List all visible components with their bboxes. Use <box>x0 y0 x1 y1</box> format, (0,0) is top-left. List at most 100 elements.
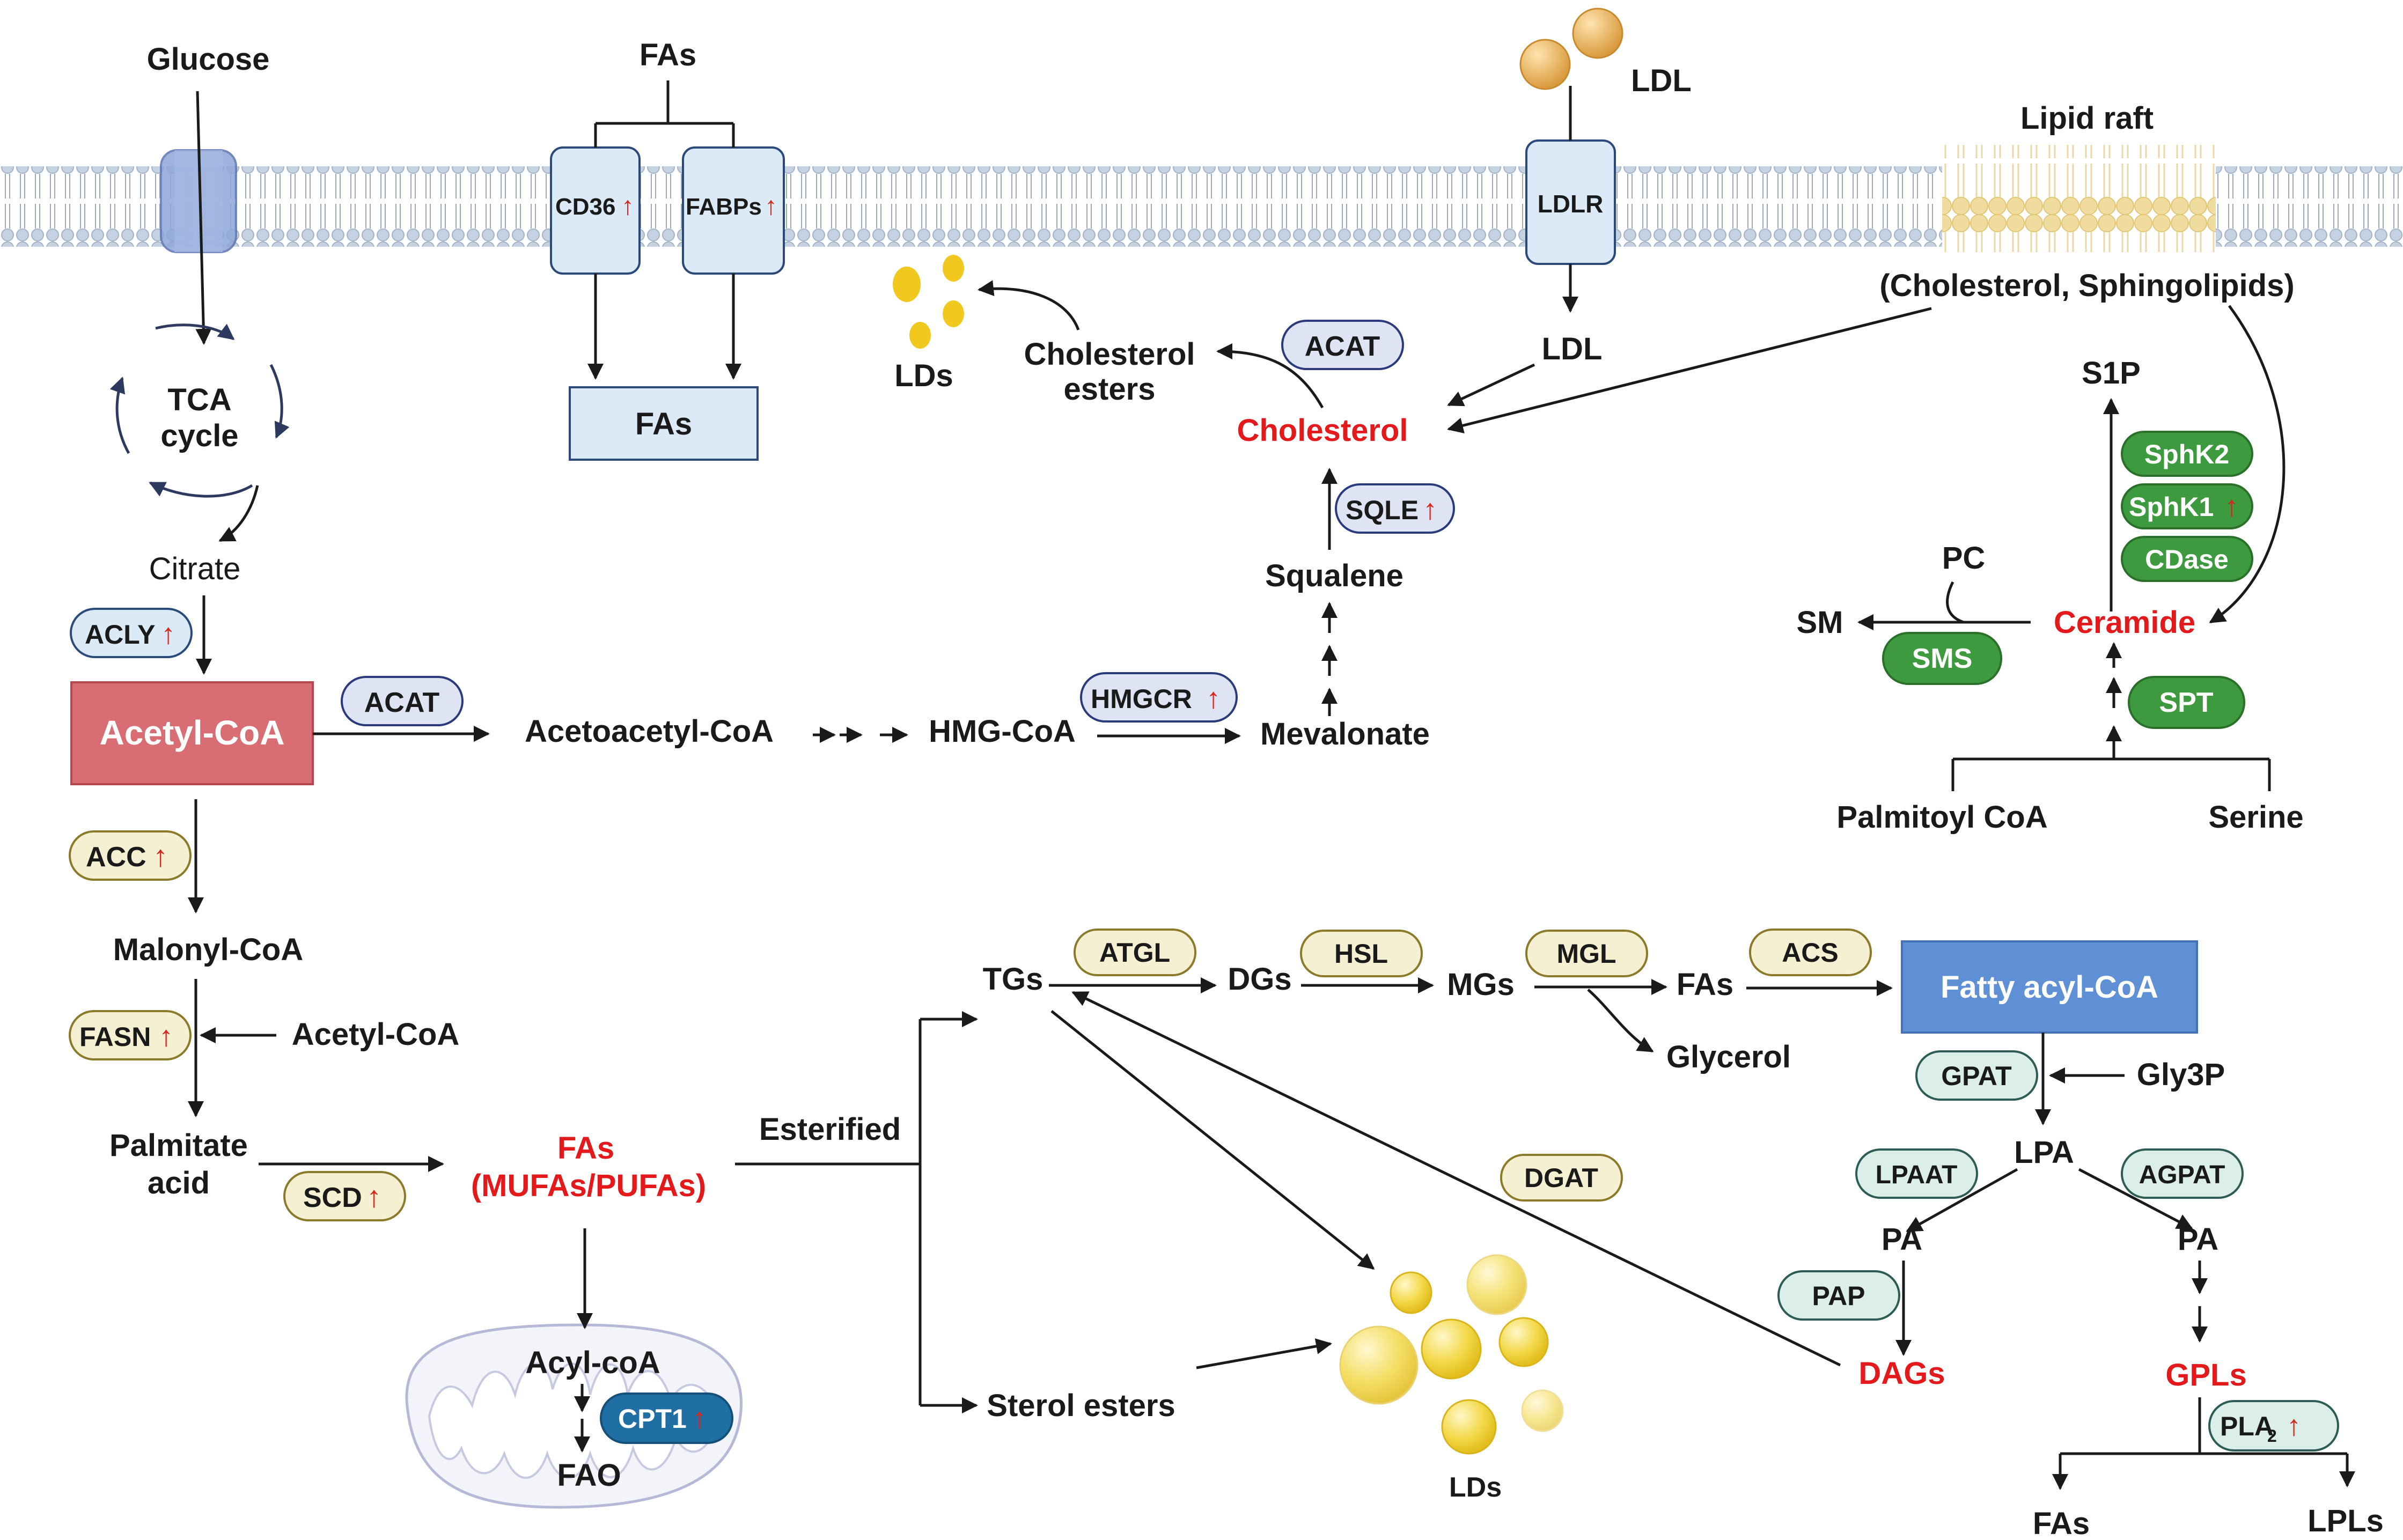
fatty-acyl-coa-box <box>1901 940 2198 1034</box>
gly3p-label: Gly3P <box>2137 1057 2225 1092</box>
fasn-up-icon: ↑ <box>159 1020 173 1052</box>
tgs-label: TGs <box>983 962 1043 997</box>
acetyl-coa-2-label: Acetyl-CoA <box>292 1017 460 1052</box>
raft-components-label: (Cholesterol, Sphingolipids) <box>1879 268 2294 303</box>
hsl-label: HSL <box>1334 939 1388 969</box>
mitochondrion-icon <box>405 1323 743 1509</box>
acc-label: ACC <box>86 842 146 873</box>
lds-bottom-label: LDs <box>1449 1472 1502 1503</box>
glucose-label: Glucose <box>147 42 270 77</box>
esterified-label: Esterified <box>759 1112 901 1147</box>
pla2-enzyme <box>2208 1400 2339 1451</box>
lipid-droplet-icon <box>943 300 964 327</box>
sphk2-label: SphK2 <box>2144 439 2229 469</box>
palmitoyl-coa-label: Palmitoyl CoA <box>1836 800 2047 835</box>
ldlr-label: LDLR <box>1538 190 1604 218</box>
pla2-label: PLA <box>2220 1411 2274 1441</box>
spt-enzyme <box>2128 676 2245 729</box>
ldl-particle-icon <box>1519 39 1571 90</box>
sphk1-label: SphK1 <box>2129 492 2214 522</box>
acs-label: ACS <box>1782 938 1839 968</box>
lpls-label: LPLs <box>2308 1504 2384 1538</box>
palmitate-label-line1: Palmitate <box>109 1128 248 1163</box>
pla2-subscript: 2 <box>2267 1426 2277 1446</box>
scd-enzyme <box>283 1171 406 1221</box>
acc-enzyme <box>69 830 192 881</box>
acetyl-coa-box <box>70 681 314 785</box>
acetyl-coa-box-label: Acetyl-CoA <box>100 713 285 752</box>
acly-enzyme <box>70 608 193 658</box>
gpls-label: GPLs <box>2165 1358 2247 1392</box>
lipid-droplet-icon <box>1498 1317 1549 1367</box>
cd36-label: CD36 <box>555 194 616 220</box>
sphk1-up-icon: ↑ <box>2224 490 2239 522</box>
ceramide-label: Ceramide <box>2054 605 2195 640</box>
serine-label: Serine <box>2208 800 2303 835</box>
fas-box-label: FAs <box>635 407 692 441</box>
sqle-label: SQLE <box>1346 495 1419 525</box>
acyl-coa-label: Acyl-coA <box>525 1345 660 1380</box>
pa-left-label: PA <box>1882 1222 1922 1257</box>
cpt1-label: CPT1 <box>618 1404 687 1434</box>
cpt1-up-icon: ↑ <box>692 1402 707 1434</box>
palmitate-label-line2: acid <box>148 1166 210 1200</box>
scd-label: SCD <box>303 1182 362 1213</box>
lpa-label: LPA <box>2014 1135 2074 1170</box>
citrate-label: Citrate <box>149 551 241 586</box>
fas-lipolysis-label: FAs <box>1677 967 1733 1002</box>
cdase-enzyme <box>2121 536 2253 582</box>
lpaat-enzyme <box>1855 1148 1978 1199</box>
gpat-enzyme <box>1915 1050 2038 1101</box>
sphk1-enzyme <box>2121 483 2253 529</box>
fabps-up-icon: ↑ <box>765 192 777 220</box>
pa-right-label: PA <box>2178 1222 2218 1257</box>
sphk2-enzyme <box>2121 431 2253 477</box>
mgl-enzyme <box>1525 930 1648 977</box>
acc-up-icon: ↑ <box>153 839 168 873</box>
lipid-droplet-icon <box>909 322 931 349</box>
lipid-droplet-icon <box>1521 1389 1564 1432</box>
fas-top-label: FAs <box>640 38 696 72</box>
lipid-droplet-icon <box>1441 1399 1497 1455</box>
acetoacetyl-coa-label: Acetoacetyl-CoA <box>525 714 774 749</box>
hmgcr-label: HMGCR <box>1091 684 1192 714</box>
spt-label: SPT <box>2159 687 2213 718</box>
acly-up-icon: ↑ <box>161 618 175 650</box>
tca-label-line2: cycle <box>160 418 238 453</box>
scd-up-icon: ↑ <box>366 1180 381 1213</box>
mevalonate-label: Mevalonate <box>1260 717 1430 751</box>
cd36-up-icon: ↑ <box>621 192 634 220</box>
mgs-label: MGs <box>1447 967 1515 1002</box>
mgl-label: MGL <box>1556 939 1616 969</box>
tca-label-line1: TCA <box>167 382 231 417</box>
agpat-label: AGPAT <box>2139 1161 2225 1189</box>
dgat-enzyme <box>1500 1154 1623 1202</box>
hmgcr-enzyme <box>1080 672 1238 723</box>
lpaat-label: LPAAT <box>1876 1161 1958 1189</box>
lds-top-label: LDs <box>894 358 953 393</box>
lipid-droplet-icon <box>1390 1271 1432 1314</box>
sms-label: SMS <box>1912 643 1973 674</box>
fasn-enzyme <box>69 1010 192 1060</box>
ldl-mid-label: LDL <box>1542 331 1603 366</box>
sterol-esters-label: Sterol esters <box>987 1388 1175 1423</box>
fas-end-label: FAs <box>2033 1506 2090 1540</box>
squalene-label: Squalene <box>1265 558 1403 593</box>
dgat-label: DGAT <box>1524 1163 1598 1193</box>
s1p-label: S1P <box>2082 356 2141 390</box>
fatty-acyl-coa-label: Fatty acyl-CoA <box>1941 970 2158 1005</box>
acat-enzyme-2 <box>1281 320 1404 370</box>
lipid-droplet-icon <box>1339 1325 1419 1405</box>
hsl-enzyme <box>1300 930 1423 977</box>
sqle-enzyme <box>1335 483 1455 534</box>
fabps-label: FABPs <box>686 194 762 220</box>
cholesterol-label: Cholesterol <box>1237 413 1408 448</box>
atgl-label: ATGL <box>1099 938 1170 968</box>
acat-enzyme-1 <box>341 676 464 726</box>
gpat-label: GPAT <box>1941 1061 2011 1091</box>
pc-label: PC <box>1942 541 1986 576</box>
fao-label: FAO <box>557 1458 621 1493</box>
dgs-label: DGs <box>1228 962 1291 997</box>
hmg-coa-label: HMG-CoA <box>929 714 1076 749</box>
